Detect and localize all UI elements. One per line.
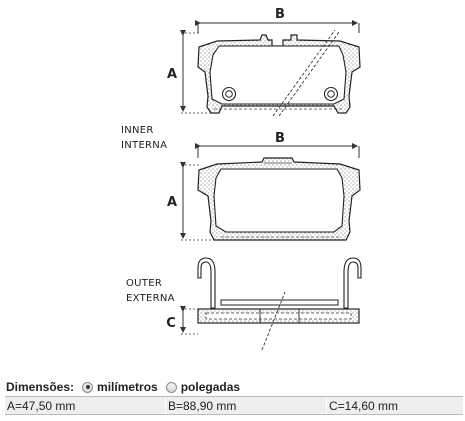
brake-pad-diagram: B A INNER INTERNA [121, 7, 362, 351]
unit-option-millimeters[interactable]: milímetros [82, 380, 158, 394]
unit-option-label: polegadas [180, 380, 241, 394]
units-selector: Dimensões: milímetros polegadas [6, 379, 240, 395]
externa-label: EXTERNA [126, 293, 175, 304]
inner-label: INNER [121, 125, 154, 136]
mounting-hole-left [221, 86, 237, 102]
mounting-hole-right [323, 86, 339, 102]
label-b: B [275, 7, 285, 22]
dimension-a-inner: A [167, 30, 210, 114]
dimensions-table: A=47,50 mm B=88,90 mm C=14,60 mm [5, 396, 463, 415]
dimension-b-outer: B [195, 131, 360, 158]
radio-millimeters[interactable] [82, 381, 94, 393]
outer-pad-view: B A [167, 131, 361, 241]
dimension-b-inner: B [195, 7, 360, 33]
dimension-a-outer: A [167, 162, 214, 241]
dimensions-label: Dimensões: [6, 380, 75, 394]
label-b: B [275, 131, 285, 146]
dimension-c-value: C=14,60 mm [329, 399, 399, 413]
dimension-a-value: A=47,50 mm [5, 397, 166, 414]
dimension-b-value: B=88,90 mm [166, 397, 327, 414]
interna-label: INTERNA [121, 140, 167, 151]
label-c: C [166, 316, 176, 331]
side-profile-view: C [166, 257, 362, 351]
radio-inches[interactable] [165, 381, 177, 393]
unit-option-inches[interactable]: polegadas [165, 380, 241, 394]
label-a: A [167, 67, 177, 82]
unit-option-label: milímetros [97, 380, 158, 394]
outer-label: OUTER [126, 278, 162, 289]
dimension-c: C [166, 306, 198, 335]
inner-pad-view: B A [167, 7, 361, 117]
label-a: A [167, 195, 177, 210]
